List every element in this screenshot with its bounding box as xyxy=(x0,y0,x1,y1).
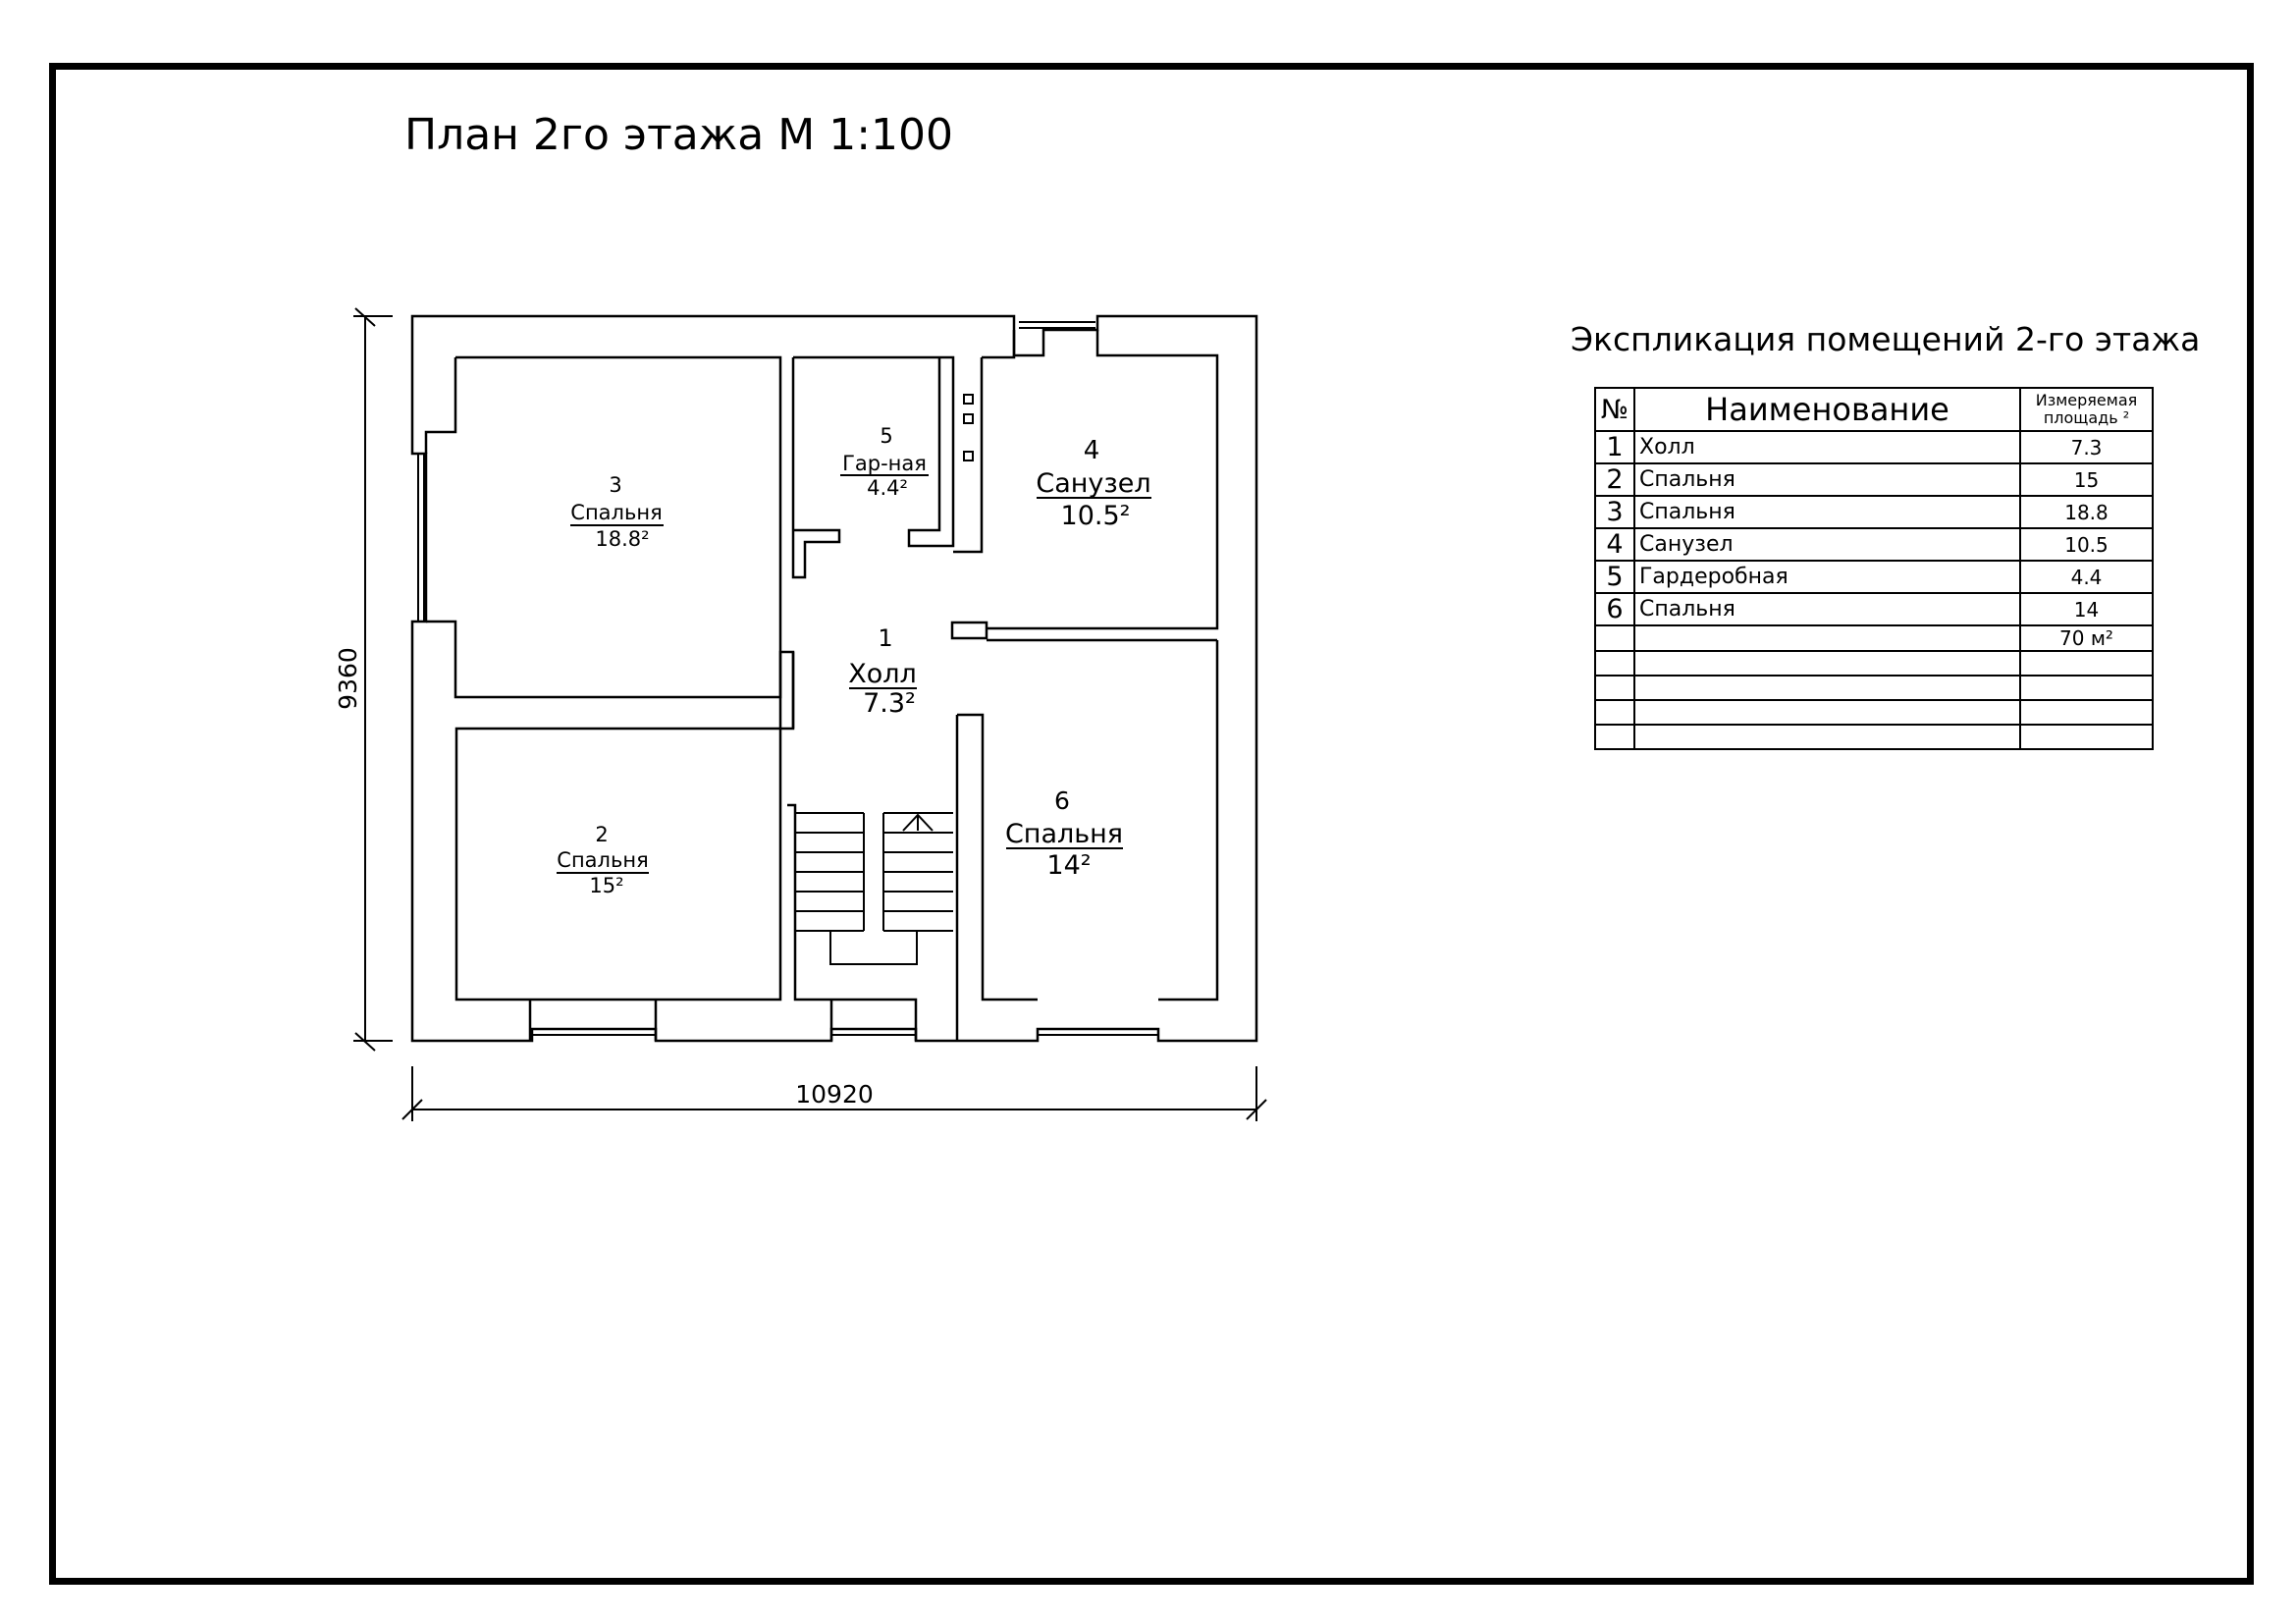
dimension-width-label: 10920 xyxy=(795,1080,874,1109)
drawing-title-block: План 2го этажа М 1:100 xyxy=(0,110,2296,160)
dimension-height-label: 9360 xyxy=(334,647,362,710)
table-row-empty xyxy=(1594,650,2154,677)
room-name: Спальня xyxy=(1005,819,1123,849)
staircase xyxy=(795,812,953,965)
row-area: 7.3 xyxy=(2019,430,2154,464)
row-num xyxy=(1594,675,1635,701)
header-area-line1: Измеряемая xyxy=(2035,391,2138,409)
row-num xyxy=(1594,624,1635,652)
room-name: Спальня xyxy=(570,501,662,524)
wardrobe-fixtures xyxy=(963,394,974,461)
row-name: Санузел xyxy=(1633,527,2021,562)
room-4-label: 4 Санузел 10.5² xyxy=(1036,436,1151,531)
row-name xyxy=(1633,675,2021,701)
dimension-width xyxy=(401,1066,1267,1121)
row-name xyxy=(1633,650,2021,677)
drawing-frame xyxy=(49,63,2254,1585)
room-area: 15² xyxy=(589,874,623,897)
room-area: 14² xyxy=(1046,850,1091,881)
header-area-line2: площадь ² xyxy=(2043,408,2130,427)
row-num: 2 xyxy=(1594,462,1635,497)
dimension-height xyxy=(353,307,393,1052)
room-number: 3 xyxy=(609,473,621,497)
room-name: Гар-ная xyxy=(842,452,927,475)
row-area: 70 м² xyxy=(2019,624,2154,652)
row-name: Гардеробная xyxy=(1633,560,2021,594)
room-area: 4.4² xyxy=(867,476,908,500)
room-number: 2 xyxy=(595,823,608,846)
room-1-label: 1 Холл 7.3² xyxy=(848,624,917,719)
row-num xyxy=(1594,724,1635,750)
explication-title: Экспликация помещений 2-го этажа xyxy=(1571,320,2201,358)
room-area: 7.3² xyxy=(863,688,916,719)
row-name: Спальня xyxy=(1633,592,2021,626)
row-num xyxy=(1594,699,1635,726)
row-name xyxy=(1633,624,2021,652)
row-name: Спальня xyxy=(1633,462,2021,497)
row-num xyxy=(1594,650,1635,677)
drawing-title: План 2го этажа М 1:100 xyxy=(403,110,954,160)
table-row-empty xyxy=(1594,675,2154,701)
explication-header-row: № Наименование Измеряемая площадь ² xyxy=(1594,387,2154,432)
windows xyxy=(417,321,1158,1036)
row-num: 6 xyxy=(1594,592,1635,626)
room-name: Холл xyxy=(848,659,917,689)
room-area: 18.8² xyxy=(595,527,649,551)
row-name xyxy=(1633,699,2021,726)
room-number: 1 xyxy=(878,624,892,652)
row-name: Спальня xyxy=(1633,495,2021,529)
room-number: 5 xyxy=(880,424,892,448)
table-row-empty xyxy=(1594,724,2154,750)
room-5-label: 5 Гар-ная 4.4² xyxy=(840,424,929,500)
row-area: 14 xyxy=(2019,592,2154,626)
row-area xyxy=(2019,724,2154,750)
room-6-label: 6 Спальня 14² xyxy=(1005,786,1123,881)
room-2-label: 2 Спальня 15² xyxy=(557,823,649,897)
row-area: 4.4 xyxy=(2019,560,2154,594)
row-area: 15 xyxy=(2019,462,2154,497)
header-num: № xyxy=(1594,387,1635,432)
row-num: 3 xyxy=(1594,495,1635,529)
row-area xyxy=(2019,650,2154,677)
row-num: 5 xyxy=(1594,560,1635,594)
table-row-empty xyxy=(1594,699,2154,726)
room-area: 10.5² xyxy=(1061,501,1131,531)
row-area xyxy=(2019,675,2154,701)
room-name: Спальня xyxy=(557,848,648,872)
room-name: Санузел xyxy=(1036,468,1150,499)
room-number: 6 xyxy=(1054,786,1070,815)
row-num: 1 xyxy=(1594,430,1635,464)
table-row-total: 70 м² xyxy=(1594,624,2154,652)
row-area: 10.5 xyxy=(2019,527,2154,562)
header-area: Измеряемая площадь ² xyxy=(2019,387,2154,432)
room-3-label: 3 Спальня 18.8² xyxy=(570,473,664,551)
row-name xyxy=(1633,724,2021,750)
row-area xyxy=(2019,699,2154,726)
room-number: 4 xyxy=(1084,436,1100,465)
header-name: Наименование xyxy=(1633,387,2021,432)
row-name: Холл xyxy=(1633,430,2021,464)
interior-walls xyxy=(424,330,1219,1041)
row-area: 18.8 xyxy=(2019,495,2154,529)
row-num: 4 xyxy=(1594,527,1635,562)
